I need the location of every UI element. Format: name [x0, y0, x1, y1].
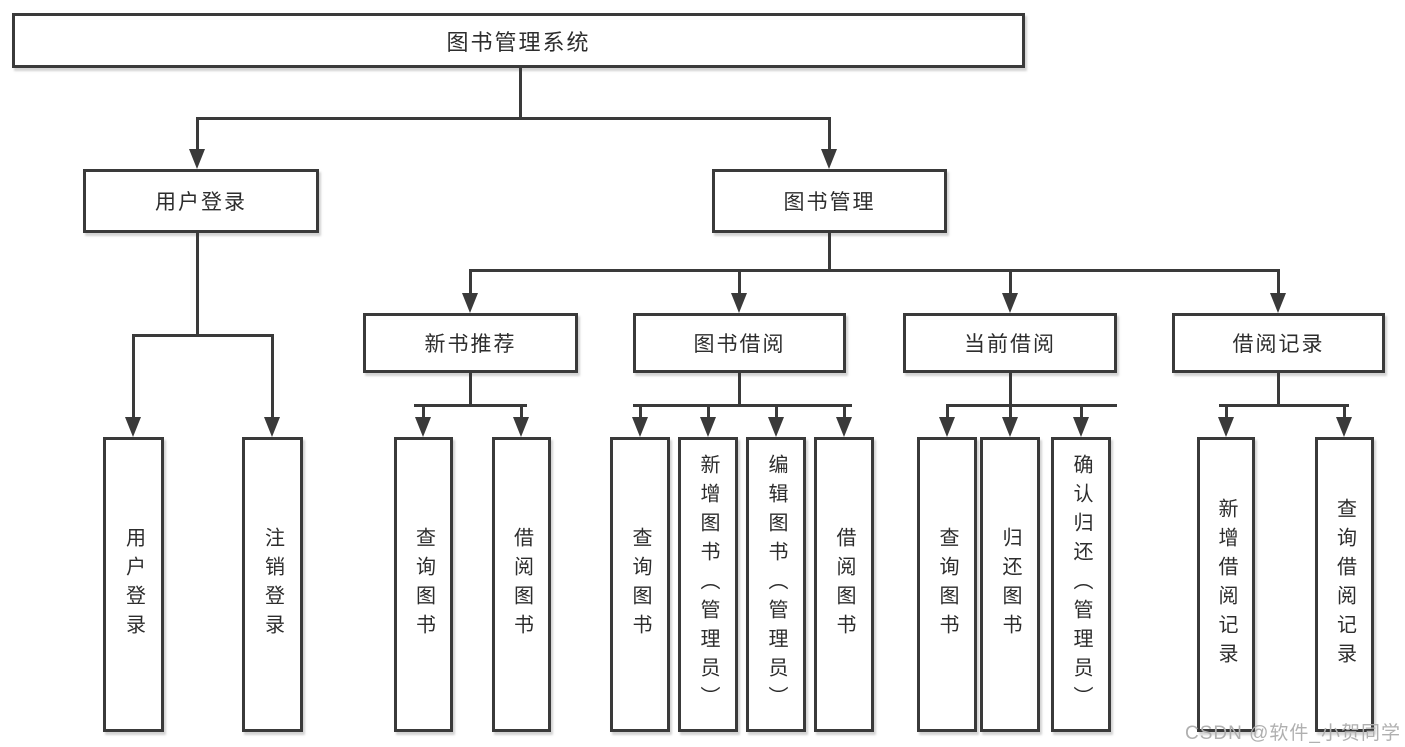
connector-drop-logout — [271, 334, 274, 418]
connector-drop-e1 — [1225, 404, 1228, 418]
leaf-edit-books-admin: 编辑图书（管理员） — [746, 437, 806, 732]
leaf-logout-label: 注销登录 — [261, 526, 284, 643]
leaf-logout: 注销登录 — [242, 437, 303, 732]
leaf-borrow-books-recommend: 借阅图书 — [492, 437, 551, 732]
connector-book-management-stem — [828, 233, 831, 270]
node-book-borrow: 图书借阅 — [633, 313, 846, 373]
connector-drop-borrow-records — [1277, 269, 1280, 294]
leaf-query-books-current-label: 查询图书 — [936, 526, 958, 643]
connector-drop-c1 — [639, 404, 642, 418]
connector-book-borrow-bar — [633, 404, 852, 407]
node-root: 图书管理系统 — [12, 13, 1025, 68]
node-borrow-records-label: 借阅记录 — [1232, 333, 1325, 356]
leaf-return-books-label: 归还图书 — [999, 526, 1021, 643]
arrow-to-borrow-records-icon — [1270, 293, 1286, 313]
leaf-user-login: 用户登录 — [103, 437, 164, 732]
arrow-to-user-login-icon — [189, 149, 205, 169]
connector-new-book-stem — [469, 373, 472, 405]
csdn-watermark: CSDN @软件_小贺同学 — [1185, 723, 1401, 744]
leaf-add-books-admin-label: 新增图书（管理员） — [697, 454, 719, 715]
arrow-to-book-management-icon — [821, 149, 837, 169]
arrow-to-c2-icon — [700, 417, 716, 437]
node-current-borrow: 当前借阅 — [903, 313, 1117, 373]
leaf-user-login-label: 用户登录 — [122, 526, 145, 643]
node-user-login: 用户登录 — [83, 169, 319, 233]
leaf-edit-books-admin-label: 编辑图书（管理员） — [765, 454, 787, 715]
leaf-confirm-return-admin: 确认归还（管理员） — [1051, 437, 1111, 732]
connector-borrow-records-stem — [1277, 373, 1280, 405]
node-current-borrow-label: 当前借阅 — [964, 333, 1056, 356]
arrow-to-c3-icon — [768, 417, 784, 437]
connector-drop-c3 — [775, 404, 778, 418]
connector-root-stem — [519, 67, 522, 118]
arrow-to-b1-icon — [415, 417, 431, 437]
node-root-label: 图书管理系统 — [446, 29, 591, 55]
connector-book-borrow-stem — [738, 373, 741, 405]
connector-root-bar — [197, 117, 831, 120]
connector-drop-c2 — [707, 404, 710, 418]
connector-drop-user-login — [196, 117, 199, 150]
arrow-to-login-icon — [125, 417, 141, 437]
connector-book-management-bar — [470, 269, 1279, 272]
arrow-to-e2-icon — [1336, 417, 1352, 437]
connector-drop-book-management — [828, 117, 831, 150]
arrow-to-d3-icon — [1073, 417, 1089, 437]
node-book-borrow-label: 图书借阅 — [693, 333, 786, 356]
leaf-query-books-recommend: 查询图书 — [394, 437, 453, 732]
connector-drop-b2 — [520, 404, 523, 418]
arrow-to-c4-icon — [836, 417, 852, 437]
leaf-query-books-borrow: 查询图书 — [610, 437, 670, 732]
connector-drop-c4 — [843, 404, 846, 418]
arrow-to-logout-icon — [264, 417, 280, 437]
connector-user-login-stem — [196, 233, 199, 335]
leaf-borrow-books-recommend-label: 借阅图书 — [510, 526, 533, 643]
connector-drop-login — [132, 334, 135, 418]
connector-current-borrow-bar — [947, 404, 1117, 407]
connector-drop-d3 — [1080, 404, 1083, 418]
leaf-borrow-books-label: 借阅图书 — [833, 526, 855, 643]
node-book-management: 图书管理 — [712, 169, 947, 233]
arrow-to-d2-icon — [1002, 417, 1018, 437]
connector-drop-current-borrow — [1009, 269, 1012, 294]
leaf-query-books-current: 查询图书 — [917, 437, 977, 732]
leaf-query-borrow-record-label: 查询借阅记录 — [1333, 497, 1356, 672]
connector-borrow-records-bar — [1219, 404, 1349, 407]
leaf-query-books-borrow-label: 查询图书 — [629, 526, 651, 643]
leaf-query-books-recommend-label: 查询图书 — [412, 526, 435, 643]
leaf-query-borrow-record: 查询借阅记录 — [1315, 437, 1374, 732]
connector-drop-new-book — [469, 269, 472, 294]
leaf-add-borrow-record-label: 新增借阅记录 — [1215, 497, 1237, 672]
node-user-login-label: 用户登录 — [155, 191, 247, 214]
connector-current-borrow-stem — [1009, 373, 1012, 405]
connector-new-book-bar — [414, 404, 527, 407]
connector-drop-e2 — [1343, 404, 1346, 418]
connector-user-login-bar — [133, 334, 273, 337]
arrow-to-d1-icon — [939, 417, 955, 437]
leaf-return-books: 归还图书 — [980, 437, 1040, 732]
arrow-to-new-book-icon — [462, 293, 478, 313]
connector-drop-d2 — [1009, 404, 1012, 418]
connector-drop-d1 — [946, 404, 949, 418]
arrow-to-b2-icon — [513, 417, 529, 437]
node-book-management-label: 图书管理 — [783, 191, 876, 214]
leaf-confirm-return-admin-label: 确认归还（管理员） — [1070, 454, 1092, 715]
node-new-book-recommend-label: 新书推荐 — [424, 333, 517, 356]
leaf-borrow-books: 借阅图书 — [814, 437, 874, 732]
leaf-add-books-admin: 新增图书（管理员） — [678, 437, 738, 732]
arrow-to-book-borrow-icon — [731, 293, 747, 313]
node-new-book-recommend: 新书推荐 — [363, 313, 578, 373]
arrow-to-e1-icon — [1218, 417, 1234, 437]
leaf-add-borrow-record: 新增借阅记录 — [1197, 437, 1255, 732]
connector-drop-b1 — [422, 404, 425, 418]
arrow-to-c1-icon — [632, 417, 648, 437]
node-borrow-records: 借阅记录 — [1172, 313, 1385, 373]
arrow-to-current-borrow-icon — [1002, 293, 1018, 313]
connector-drop-book-borrow — [738, 269, 741, 294]
